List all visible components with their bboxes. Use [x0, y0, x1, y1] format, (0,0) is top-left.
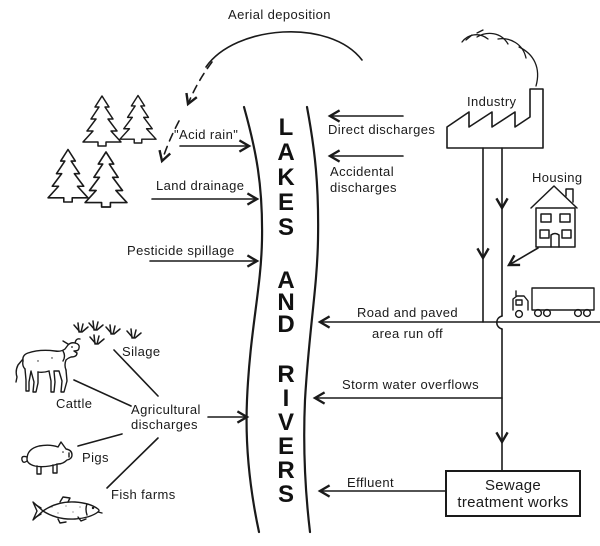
cattle-icon: [15, 338, 81, 393]
label-pesticide-spillage: Pesticide spillage: [127, 243, 235, 258]
label-fish-farms: Fish farms: [111, 487, 176, 502]
housing-arrow: [506, 247, 539, 267]
aerial-deposition-arc: [205, 30, 363, 68]
label-agricultural-discharges: Agricultural discharges: [131, 402, 201, 432]
label-effluent: Effluent: [347, 475, 395, 490]
river-left-bank: [242, 105, 264, 534]
pigs-line: [77, 433, 123, 447]
fish-farms-icon: [32, 496, 103, 524]
pine-trees-icon: [47, 94, 157, 208]
housing-icon: [530, 185, 578, 248]
label-road-runoff-line1: Road and paved: [357, 305, 459, 320]
label-acid-rain: "Acid rain": [174, 127, 239, 142]
grass-tufts-icon: [73, 320, 142, 345]
sewage-treatment-works-box: Sewage treatment works: [445, 470, 581, 517]
road-crossing-hop: [495, 315, 503, 330]
label-pigs: Pigs: [82, 450, 109, 465]
sewage-box-label: Sewage treatment works: [457, 476, 569, 511]
fish-farms-line: [106, 437, 159, 489]
river-banks: [242, 105, 320, 534]
label-silage: Silage: [122, 344, 161, 359]
label-cattle: Cattle: [56, 396, 93, 411]
label-storm-water: Storm water overflows: [342, 377, 479, 392]
label-housing: Housing: [532, 170, 583, 185]
industry-drop-lines: [476, 147, 509, 471]
aerial-dashed-arrow-1: [185, 61, 213, 107]
cattle-line: [73, 379, 132, 407]
industry-icon: [446, 29, 544, 149]
silage-line: [113, 349, 159, 397]
label-direct-discharges: Direct discharges: [328, 122, 436, 137]
label-road-runoff-line2: area run off: [372, 326, 444, 341]
river-right-bank: [303, 105, 320, 534]
smoke-plume: [461, 29, 539, 87]
truck-icon: [512, 287, 595, 319]
label-industry: Industry: [467, 94, 517, 109]
label-accidental-discharges: Accidental discharges: [330, 164, 397, 195]
aerial-dashed-arrow-2: [158, 120, 180, 164]
label-land-drainage: Land drainage: [156, 178, 245, 193]
label-aerial-deposition: Aerial deposition: [228, 7, 331, 22]
pigs-icon: [21, 441, 73, 475]
